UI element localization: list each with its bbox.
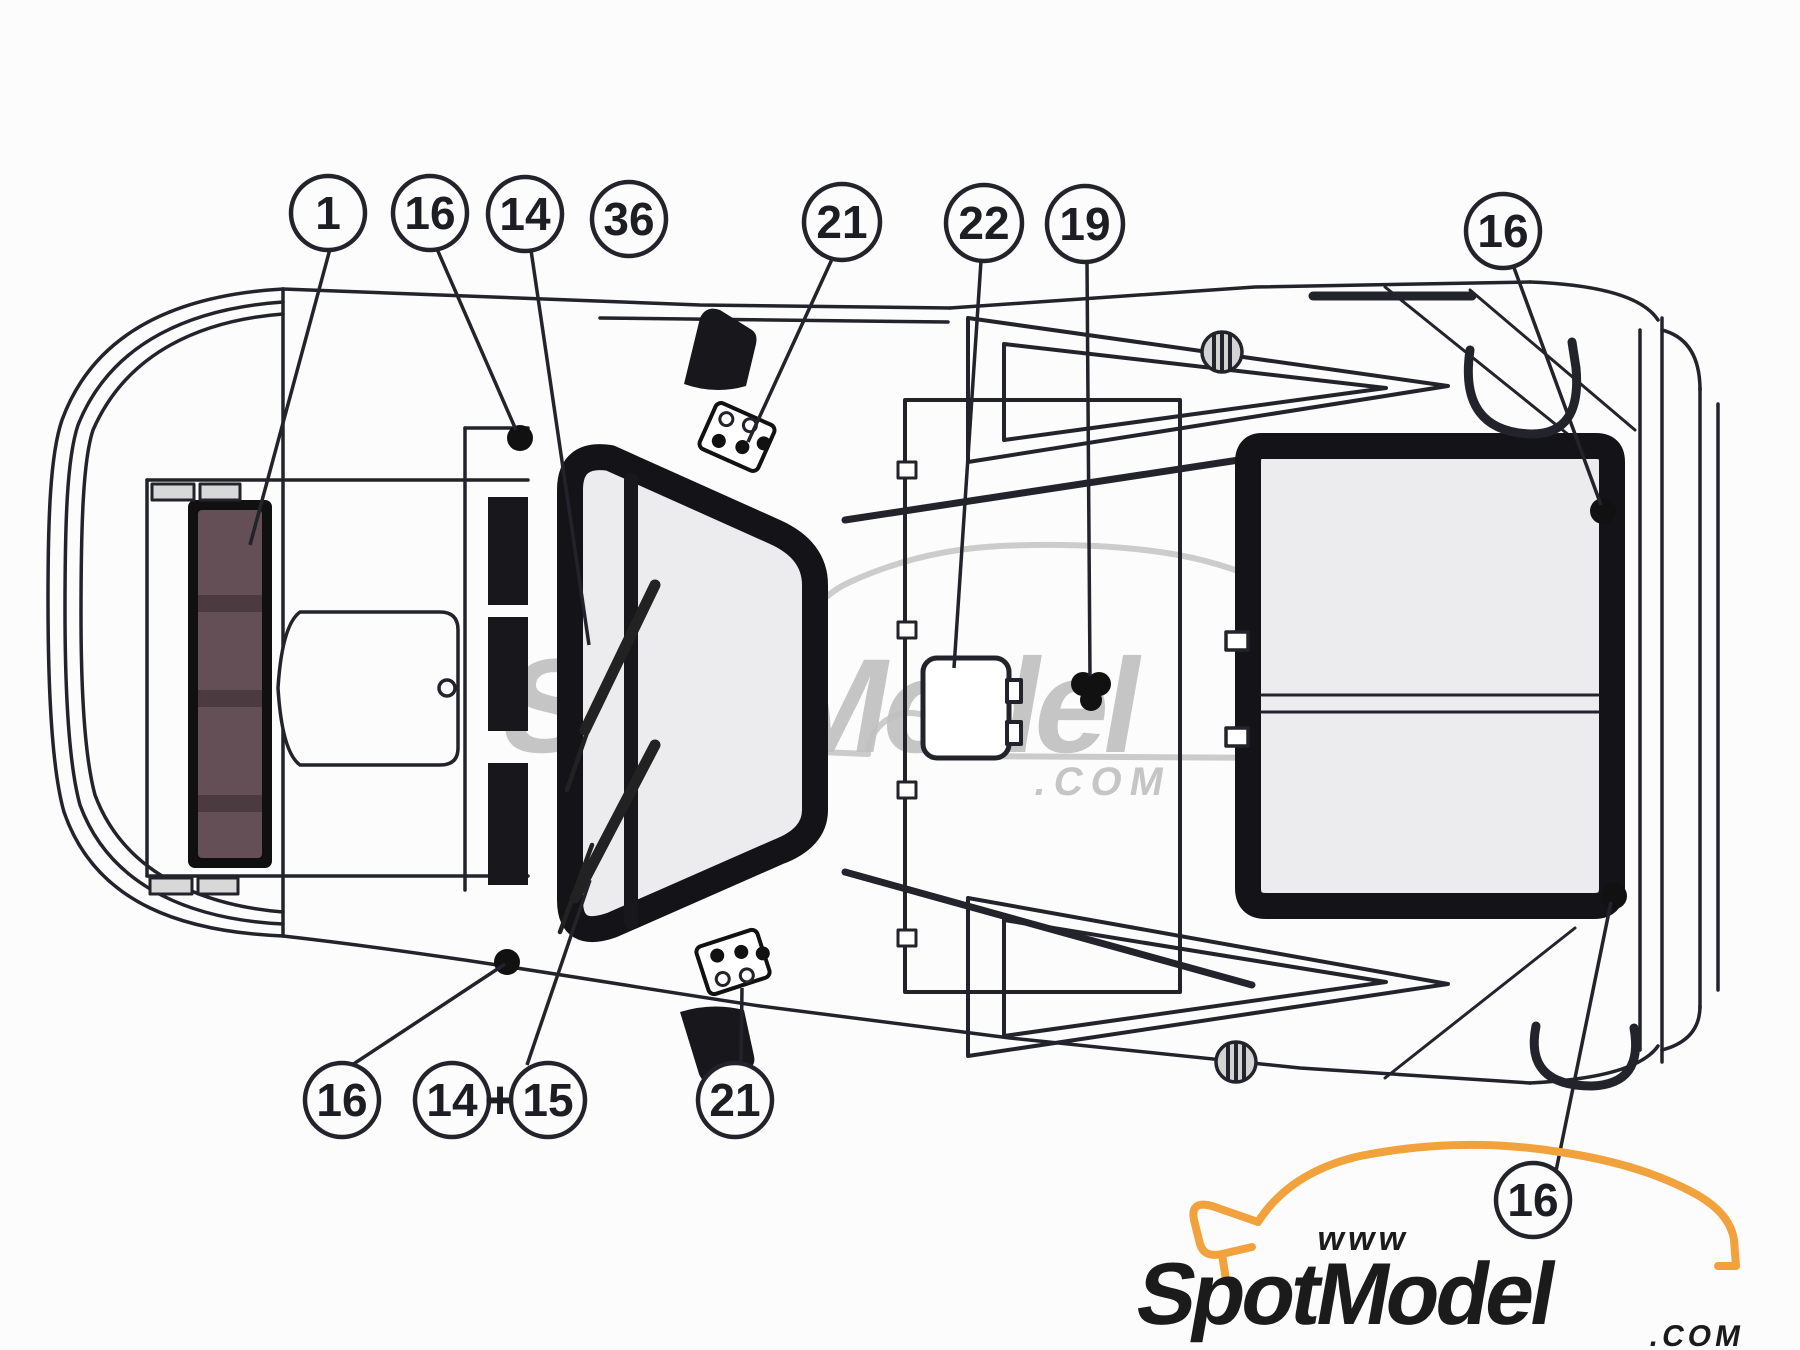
callout-circle xyxy=(412,1060,492,1140)
radiator-grille xyxy=(188,500,272,868)
callout-leader-line xyxy=(746,256,835,443)
callout-number: 36 xyxy=(603,193,654,245)
callout-circle xyxy=(801,181,883,263)
windshield xyxy=(557,444,828,942)
logo-tld: .COM xyxy=(1647,1320,1748,1350)
callout-leader-line xyxy=(1511,264,1603,506)
callout-number: 14 xyxy=(426,1074,478,1126)
callout-36: 36 xyxy=(589,179,669,259)
callout-number: 19 xyxy=(1059,198,1110,250)
callout-number: 16 xyxy=(404,187,455,239)
fuel-cap-top xyxy=(1200,330,1244,374)
callout-number: 15 xyxy=(522,1074,573,1126)
callout-number: 16 xyxy=(1507,1174,1558,1226)
callout-leader-line xyxy=(529,249,591,646)
callout-leader-line xyxy=(248,248,332,546)
callout-16: 16 xyxy=(1463,191,1603,506)
callout-number: 1 xyxy=(315,187,341,239)
rear-bodywork xyxy=(1463,316,1720,1091)
callout-circle xyxy=(589,179,669,259)
callout-number: 16 xyxy=(1477,205,1528,257)
callout-number: 16 xyxy=(316,1074,367,1126)
callout-19: 19 xyxy=(1044,183,1126,677)
logo-name: SpotModel xyxy=(1129,1244,1561,1343)
callout-circle xyxy=(485,174,565,254)
callout-circle xyxy=(288,173,368,253)
callout-circle xyxy=(302,1060,382,1140)
callout-15: 15 xyxy=(508,879,592,1140)
headlamp-pod xyxy=(276,610,460,767)
callout-14: 14 xyxy=(485,174,591,646)
callout-16: 16 xyxy=(390,173,518,431)
callout-number: 21 xyxy=(816,196,867,248)
callout-circle xyxy=(1044,183,1126,265)
rear-hook-top xyxy=(1463,337,1582,439)
callout-21: 21 xyxy=(695,987,775,1140)
roof-panel xyxy=(896,398,1182,994)
callout-circle xyxy=(695,1060,775,1140)
mirror-top xyxy=(684,308,757,391)
callout-circle xyxy=(390,173,470,253)
callout-16: 16 xyxy=(302,962,506,1140)
callout-number: 21 xyxy=(709,1074,760,1126)
callout-1: 1 xyxy=(248,173,368,546)
callout-leader-line xyxy=(351,962,506,1067)
callout-leader-line xyxy=(435,248,518,431)
callout-leader-line xyxy=(1085,261,1092,677)
callout-14: 14 xyxy=(412,1060,492,1140)
rear-window xyxy=(1224,433,1625,919)
mounting-plate-top xyxy=(697,401,777,473)
callout-22: 22 xyxy=(943,182,1025,669)
roof-vent-part xyxy=(920,655,1023,761)
front-bumper xyxy=(46,287,285,938)
grille-hinge-tabs xyxy=(148,482,242,896)
callout-leader-line xyxy=(1554,901,1613,1172)
callout-number: 22 xyxy=(958,197,1009,249)
callout-leader-line xyxy=(739,987,744,1064)
wipers xyxy=(557,579,661,935)
callout-leader-line xyxy=(952,260,983,669)
hood-vents xyxy=(488,497,528,885)
callout-circle xyxy=(1493,1160,1573,1240)
callout-leader-line xyxy=(525,879,592,1066)
fuel-cap-bottom xyxy=(1214,1040,1258,1084)
callout-circle xyxy=(508,1060,588,1140)
fastener-dots xyxy=(1071,672,1111,711)
callout-16: 16 xyxy=(1493,901,1613,1240)
mounting-plate-bottom xyxy=(694,927,772,997)
callout-circle xyxy=(1463,191,1543,271)
callout-circle xyxy=(943,182,1025,264)
rear-hook-bottom xyxy=(1529,1021,1641,1091)
callout-21: 21 xyxy=(746,181,883,443)
callout-number: 14 xyxy=(499,188,551,240)
